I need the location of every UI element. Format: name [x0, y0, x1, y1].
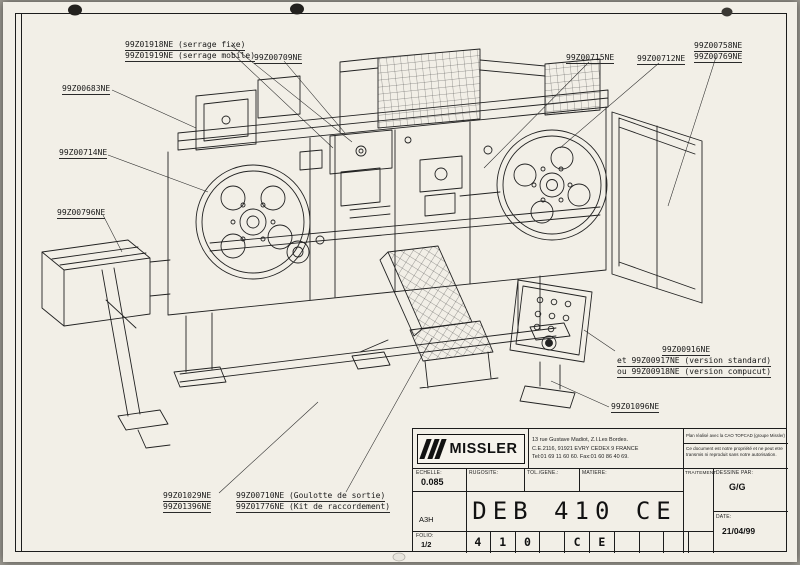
number-box: C: [564, 531, 589, 553]
tb-line: [579, 468, 580, 491]
callout-line: 99Z00796NE: [57, 208, 106, 219]
callout-line: 99Z01029NE: [163, 491, 212, 502]
drawing-border-margin-line: [21, 13, 22, 552]
side-support-table: [41, 239, 171, 449]
callout-99z00683: 99Z00683NE: [62, 84, 111, 95]
material-label: MATIERE:: [582, 470, 607, 476]
drawing-title: DEB 410 CE: [472, 497, 677, 525]
missler-logo-icon: [419, 439, 447, 459]
number-box: 4: [474, 535, 482, 549]
callout-99z00796: 99Z00796NE: [57, 208, 106, 219]
callout-line: 99Z00714NE: [59, 148, 108, 159]
drawing-number-strip: 4 1 0 C E: [466, 531, 713, 553]
scale-label: ECHELLE:: [416, 470, 442, 476]
callout-serrage: 99Z01918NE (serrage fixe) 99Z01919NE (se…: [125, 40, 256, 62]
callout-line: 99Z00916NE: [662, 345, 711, 356]
format-value: A3H: [419, 515, 434, 524]
discharge-chute: [359, 245, 499, 389]
callout-line: 99Z01776NE (Kit de raccordement): [236, 502, 391, 513]
tb-line: [524, 468, 525, 491]
tb-line: [528, 429, 529, 468]
drawn-by-value: G/G: [729, 482, 746, 492]
folio-value: 1/2: [421, 540, 432, 549]
left-flywheel: [195, 164, 311, 280]
callout-line: 99Z00683NE: [62, 84, 111, 95]
callout-99z00714: 99Z00714NE: [59, 148, 108, 159]
address-line: Tel:01 69 11 60 60. Fax:01 60 86 40 69.: [532, 454, 629, 460]
callout-line: 99Z00715NE: [566, 53, 615, 64]
cad-note: Plan réalisé avec la CAO TOPCAD (groupe …: [686, 433, 785, 438]
callout-line: 99Z00710NE (Goulotte de sortie): [236, 491, 386, 502]
callout-versions: 99Z00916NE et 99Z00917NE (version standa…: [617, 345, 772, 378]
company-name: MISSLER: [449, 441, 518, 457]
punch-hole-icons: [68, 3, 733, 562]
callout-line: 99Z00769NE: [694, 52, 743, 63]
tb-line: [413, 491, 683, 492]
confidentiality-notice: Ce document est notre propriété et ne pe…: [686, 446, 783, 457]
address-line: C.E.2116, 91921 EVRY CEDEX 9 FRANCE: [532, 445, 639, 452]
tb-line: [683, 429, 684, 553]
treatment-label: TRAITEMENT:: [685, 470, 718, 475]
callout-line: 99Z01096NE: [611, 402, 660, 413]
callout-goulotte: 99Z00710NE (Goulotte de sortie) 99Z01776…: [236, 491, 391, 513]
machine-body: [41, 48, 703, 449]
folio-label: FOLIO:: [416, 533, 434, 539]
callout-99z00715: 99Z00715NE: [566, 53, 615, 64]
control-panel: [509, 279, 593, 409]
callout-line: et 99Z00917NE (version standard): [617, 356, 772, 367]
callout-99z00758: 99Z00758NE 99Z00769NE: [694, 41, 743, 63]
callout-99z00712: 99Z00712NE: [637, 54, 686, 65]
machine-base: [173, 275, 571, 388]
rugosite-label: RUGOSITE:: [469, 470, 499, 476]
number-box: 0: [514, 531, 540, 553]
number-box: E: [588, 531, 614, 553]
tb-line: [713, 468, 714, 553]
callout-99z01096: 99Z01096NE: [611, 402, 660, 413]
callout-line: 99Z01919NE (serrage mobile): [125, 51, 256, 62]
number-box: [638, 531, 664, 553]
callout-line: 99Z00709NE: [254, 53, 303, 64]
drawing-border-frame: [15, 13, 787, 552]
tb-line: [413, 531, 713, 532]
company-address: 13 rue Gustave Madiot, Z.I.Les Bordes. C…: [532, 436, 638, 462]
tb-line: [413, 468, 788, 469]
number-box: [613, 531, 639, 553]
leader-lines: [102, 44, 717, 494]
title-block: MISSLER 13 rue Gustave Madiot, Z.I.Les B…: [412, 428, 788, 553]
tb-line: [713, 511, 788, 512]
number-box: [539, 531, 564, 553]
callout-line: 99Z01396NE: [163, 502, 212, 513]
tb-line: [466, 468, 467, 553]
number-box: [663, 531, 688, 553]
company-logo: MISSLER: [417, 434, 525, 464]
date-label: DATE:: [716, 514, 732, 520]
callout-99z00709: 99Z00709NE: [254, 53, 303, 64]
tolerance-label: TOL./GENE.:: [527, 470, 559, 476]
tb-line: [683, 443, 788, 444]
scale-value: 0.085: [421, 477, 444, 487]
number-box: [688, 531, 713, 553]
callout-99z01029: 99Z01029NE 99Z01396NE: [163, 491, 212, 513]
number-box: 1: [489, 531, 515, 553]
callout-line: 99Z00712NE: [637, 54, 686, 65]
date-value: 21/04/99: [722, 526, 756, 536]
callout-line: 99Z01918NE (serrage fixe): [125, 40, 246, 51]
drawn-by-label: DESSINE PAR:: [716, 470, 754, 476]
right-flywheel: [496, 129, 608, 241]
callout-line: ou 99Z00918NE (version compucut): [617, 367, 772, 378]
address-line: 13 rue Gustave Madiot, Z.I.Les Bordes.: [532, 437, 628, 443]
callout-line: 99Z00758NE: [694, 41, 743, 52]
